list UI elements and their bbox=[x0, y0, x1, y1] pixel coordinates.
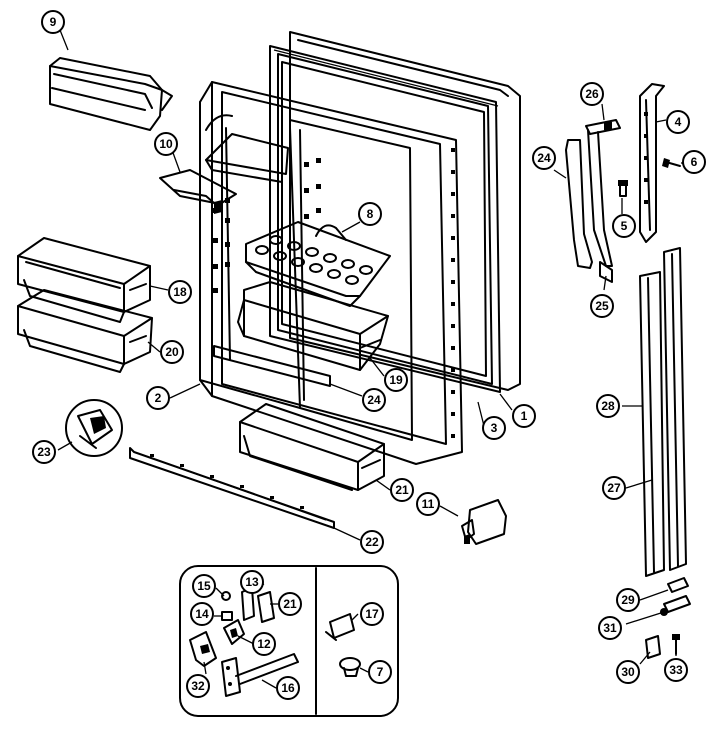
svg-text:33: 33 bbox=[669, 663, 683, 677]
part-handle-screw bbox=[672, 634, 680, 655]
part-door-shelf-bottom bbox=[239, 403, 385, 491]
svg-text:12: 12 bbox=[257, 637, 271, 651]
svg-text:18: 18 bbox=[173, 285, 187, 299]
part-handle-cover bbox=[645, 635, 661, 659]
callout-14: 14 bbox=[190, 602, 214, 626]
callout-13: 13 bbox=[240, 570, 264, 594]
callout-24b: 24 bbox=[532, 146, 556, 170]
leader-lines bbox=[57, 29, 683, 689]
callout-5: 5 bbox=[612, 214, 636, 238]
callout-10: 10 bbox=[154, 132, 178, 156]
part-hinge-strap bbox=[639, 83, 665, 243]
svg-text:7: 7 bbox=[377, 665, 384, 679]
callout-31: 31 bbox=[598, 616, 622, 640]
part-door-stop bbox=[565, 139, 593, 269]
callout-30: 30 bbox=[616, 660, 640, 684]
svg-text:14: 14 bbox=[195, 607, 209, 621]
callout-7: 7 bbox=[368, 660, 392, 684]
callout-21a: 21 bbox=[390, 478, 414, 502]
part-door-shelf-mid bbox=[237, 281, 389, 371]
svg-text:4: 4 bbox=[675, 115, 682, 129]
svg-text:13: 13 bbox=[245, 575, 259, 589]
svg-text:25: 25 bbox=[595, 299, 609, 313]
callout-11: 11 bbox=[416, 492, 440, 516]
part-door-gasket bbox=[269, 45, 501, 393]
part-dairy-door bbox=[49, 57, 173, 131]
svg-text:21: 21 bbox=[395, 483, 409, 497]
svg-text:32: 32 bbox=[191, 679, 205, 693]
part-handle-end-cap bbox=[667, 577, 689, 593]
svg-text:24: 24 bbox=[367, 393, 381, 407]
callout-12: 12 bbox=[252, 632, 276, 656]
part-butter-door bbox=[159, 169, 237, 214]
svg-text:3: 3 bbox=[491, 421, 498, 435]
callout-16: 16 bbox=[276, 676, 300, 700]
part-door-handle bbox=[639, 247, 687, 577]
callout-17: 17 bbox=[360, 602, 384, 626]
svg-text:5: 5 bbox=[621, 219, 628, 233]
svg-text:8: 8 bbox=[367, 207, 374, 221]
svg-text:16: 16 bbox=[281, 681, 295, 695]
part-inner-door-liner bbox=[199, 81, 463, 465]
callout-23: 23 bbox=[32, 440, 56, 464]
part-screw bbox=[662, 158, 681, 168]
svg-text:15: 15 bbox=[197, 579, 211, 593]
part-handle-bracket bbox=[660, 595, 691, 616]
svg-text:27: 27 bbox=[607, 481, 621, 495]
callout-9: 9 bbox=[41, 10, 65, 34]
part-door-bin-upper bbox=[17, 237, 151, 323]
svg-text:23: 23 bbox=[37, 445, 51, 459]
callout-26: 26 bbox=[580, 82, 604, 106]
part-hinge-cover bbox=[461, 499, 507, 545]
callout-8: 8 bbox=[358, 202, 382, 226]
svg-text:19: 19 bbox=[389, 373, 403, 387]
callout-22: 22 bbox=[360, 530, 384, 554]
callout-2: 2 bbox=[146, 386, 170, 410]
callout-15: 15 bbox=[192, 574, 216, 598]
callout-20: 20 bbox=[160, 340, 184, 364]
callout-18: 18 bbox=[168, 280, 192, 304]
part-hinge-assembly bbox=[585, 119, 621, 283]
svg-text:17: 17 bbox=[365, 607, 379, 621]
svg-text:31: 31 bbox=[603, 621, 617, 635]
svg-text:1: 1 bbox=[521, 409, 528, 423]
svg-text:21: 21 bbox=[283, 597, 297, 611]
part-egg-tray bbox=[245, 221, 391, 307]
callout-27: 27 bbox=[602, 476, 626, 500]
svg-text:30: 30 bbox=[621, 665, 635, 679]
svg-text:22: 22 bbox=[365, 535, 379, 549]
callout-21b: 21 bbox=[278, 592, 302, 616]
callout-32: 32 bbox=[186, 674, 210, 698]
callout-33: 33 bbox=[664, 658, 688, 682]
svg-text:2: 2 bbox=[155, 391, 162, 405]
callout-28: 28 bbox=[596, 394, 620, 418]
callout-29: 29 bbox=[616, 588, 640, 612]
callout-3: 3 bbox=[482, 416, 506, 440]
part-outer-door-panel bbox=[289, 31, 521, 391]
svg-text:20: 20 bbox=[165, 345, 179, 359]
part-trim-clip-detail bbox=[65, 399, 123, 457]
svg-text:26: 26 bbox=[585, 87, 599, 101]
svg-text:24: 24 bbox=[537, 151, 551, 165]
callout-25: 25 bbox=[590, 294, 614, 318]
svg-text:10: 10 bbox=[159, 137, 173, 151]
svg-text:9: 9 bbox=[50, 15, 57, 29]
svg-text:28: 28 bbox=[601, 399, 615, 413]
callout-24a: 24 bbox=[362, 388, 386, 412]
callout-4: 4 bbox=[666, 110, 690, 134]
callout-6: 6 bbox=[682, 150, 706, 174]
svg-text:6: 6 bbox=[691, 155, 698, 169]
svg-text:29: 29 bbox=[621, 593, 635, 607]
callout-19: 19 bbox=[384, 368, 408, 392]
callout-1: 1 bbox=[512, 404, 536, 428]
part-pin bbox=[618, 180, 628, 197]
part-bottom-trim bbox=[129, 447, 335, 529]
svg-text:11: 11 bbox=[422, 497, 435, 511]
part-door-bin-lower bbox=[17, 289, 153, 373]
